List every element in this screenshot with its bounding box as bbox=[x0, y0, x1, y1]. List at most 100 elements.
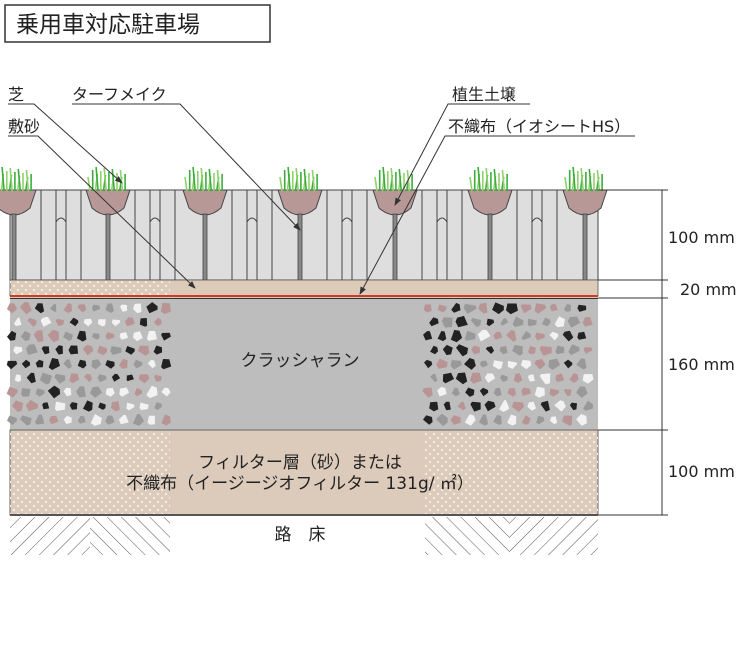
crushed-stone bbox=[13, 317, 22, 327]
grass-blade bbox=[287, 166, 291, 192]
crushed-stone bbox=[39, 372, 52, 385]
crushed-stone bbox=[429, 317, 439, 327]
crushed-stone bbox=[6, 303, 18, 314]
crushed-stone bbox=[110, 401, 120, 412]
crushed-stone bbox=[507, 414, 517, 426]
crushed-stone bbox=[153, 317, 162, 327]
crushed-stone bbox=[506, 303, 518, 315]
grass-blade bbox=[295, 167, 299, 192]
crushed-stone bbox=[512, 401, 524, 412]
title-box: 乗用車対応駐車場 bbox=[4, 4, 271, 43]
crushed-stone bbox=[549, 331, 559, 341]
crushed-stone bbox=[470, 317, 482, 328]
crushed-stone bbox=[6, 386, 18, 398]
crushed-stone bbox=[548, 358, 561, 370]
block-joint bbox=[582, 213, 588, 281]
crushed-stone bbox=[161, 332, 171, 341]
crushed-stone bbox=[493, 387, 502, 397]
crushed-stone bbox=[527, 401, 537, 411]
grass-blade bbox=[184, 176, 188, 192]
crushed-stone bbox=[97, 374, 107, 383]
crushed-stone bbox=[492, 360, 503, 370]
crushed-stone bbox=[549, 416, 558, 425]
label-turf: 芝 bbox=[8, 85, 24, 104]
crushed-stone bbox=[35, 359, 44, 368]
crushed-stone bbox=[13, 346, 23, 355]
crushed-stone bbox=[133, 359, 143, 369]
crushed-stone bbox=[91, 359, 102, 370]
turfmake-block-layer bbox=[0, 166, 608, 281]
crushed-stone bbox=[520, 359, 532, 370]
crushed-stone bbox=[69, 402, 78, 410]
crushed-stone bbox=[76, 386, 86, 398]
grass-blade bbox=[17, 168, 22, 192]
crushed-stone bbox=[535, 332, 545, 341]
crushed-stone bbox=[478, 414, 488, 426]
block-slot bbox=[531, 217, 543, 280]
crushed-stone bbox=[539, 373, 551, 385]
grass-blade bbox=[25, 169, 30, 192]
crushed-stone bbox=[457, 401, 466, 411]
crushed-stone bbox=[105, 360, 115, 369]
grass-blade bbox=[572, 166, 576, 192]
crushed-stone bbox=[110, 346, 122, 355]
crushed-stone bbox=[47, 329, 60, 343]
crushed-stone bbox=[161, 359, 172, 370]
crushed-stone bbox=[69, 373, 80, 384]
crushed-stone bbox=[492, 302, 504, 315]
crushed-stone bbox=[442, 372, 454, 384]
crushed-stone bbox=[26, 372, 36, 384]
crushed-stone bbox=[582, 374, 594, 384]
crusher-run-label: クラッシャラン bbox=[241, 351, 360, 371]
crushed-stone bbox=[576, 358, 587, 370]
label-soil: 植生土壌 bbox=[452, 85, 516, 104]
crushed-stone bbox=[7, 330, 17, 341]
crushed-stone bbox=[464, 358, 476, 370]
crushed-stone bbox=[441, 317, 453, 328]
crushed-stone bbox=[450, 415, 461, 425]
crushed-stone bbox=[7, 415, 17, 425]
crushed-stone bbox=[429, 401, 439, 412]
crushed-stone bbox=[583, 400, 594, 411]
block-slot bbox=[436, 217, 448, 280]
grass-blade bbox=[103, 167, 107, 192]
crushed-stone bbox=[34, 303, 45, 314]
crushed-stone bbox=[528, 346, 536, 355]
bedding-sand-dots bbox=[10, 281, 170, 295]
crushed-stone bbox=[423, 331, 433, 341]
filter-label-line2: 不織布（イージージオフィルター 131g/ ㎡） bbox=[126, 474, 474, 494]
crushed-stone bbox=[499, 400, 510, 412]
crushed-stone bbox=[435, 413, 448, 427]
dimension-lines bbox=[598, 189, 668, 516]
dim-filter: 100 mm bbox=[668, 462, 735, 481]
crushed-stone bbox=[47, 385, 61, 399]
grass-blade bbox=[564, 176, 568, 192]
grass-blade bbox=[596, 169, 601, 192]
block-slot bbox=[149, 217, 161, 280]
crushed-stone bbox=[147, 359, 156, 369]
crushed-stone bbox=[25, 344, 38, 355]
crushed-stone bbox=[513, 373, 523, 383]
grass-blade bbox=[580, 167, 584, 192]
dim-sand: 20 mm bbox=[680, 280, 737, 299]
crushed-stone bbox=[534, 303, 547, 314]
crushed-stone bbox=[119, 387, 130, 397]
crushed-stone bbox=[105, 332, 115, 340]
crushed-stone bbox=[161, 414, 171, 426]
crushed-stone bbox=[424, 359, 433, 369]
crushed-stone bbox=[521, 387, 531, 396]
crushed-stone bbox=[582, 317, 593, 327]
crushed-stone bbox=[160, 303, 171, 314]
grass-blade bbox=[501, 169, 506, 192]
crushed-stone bbox=[464, 414, 476, 426]
crushed-stone bbox=[563, 303, 571, 312]
crushed-stone bbox=[69, 317, 79, 327]
crushed-stone bbox=[76, 330, 87, 342]
crushed-stone bbox=[126, 374, 134, 382]
crushed-stone bbox=[534, 358, 546, 370]
crushed-stone bbox=[111, 373, 121, 382]
crushed-stone bbox=[21, 359, 31, 369]
dim-turfmake: 100 mm bbox=[668, 228, 735, 247]
crushed-stone bbox=[90, 386, 102, 398]
crushed-stone bbox=[534, 386, 545, 398]
